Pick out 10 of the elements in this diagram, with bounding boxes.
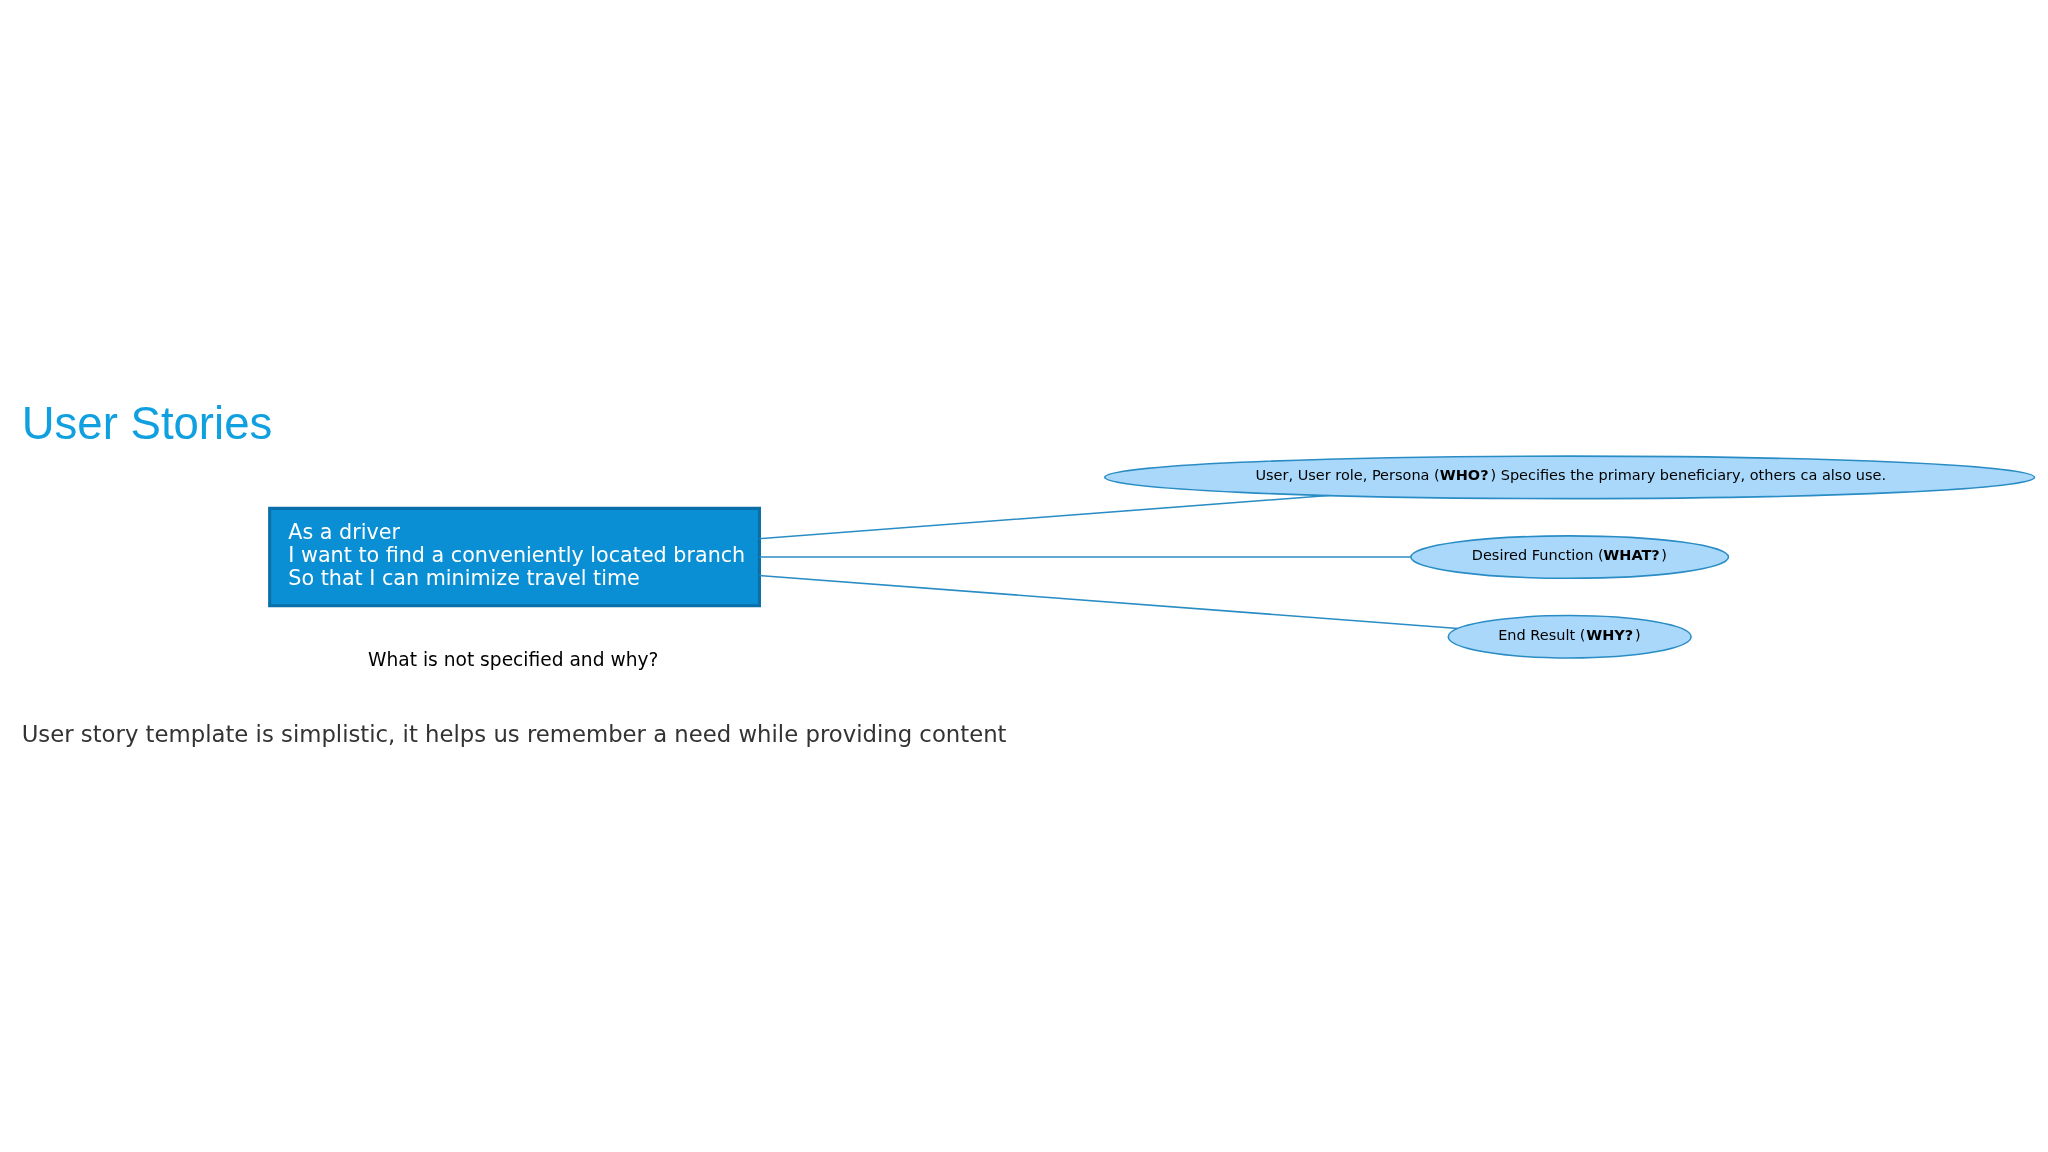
connector — [758, 555, 1412, 558]
node-box: As a driver I want to find a conveniently located branch So that I can minimize travel time — [268, 506, 761, 607]
node-ellipse: User, User role, Persona (WHO?) Specifies the primary beneficiary, others ca also use. — [1103, 454, 2036, 499]
connector — [758, 574, 1459, 629]
label: User story template is simplistic, it helps us remember a need while providing content — [21, 720, 1007, 747]
node-ellipse: End Result (WHY?) — [1447, 614, 1692, 659]
node-ellipse: Desired Function (WHAT?) — [1410, 534, 1730, 579]
diagram-title: User Stories — [21, 397, 273, 449]
label: What is not specified and why? — [368, 648, 659, 670]
connector — [758, 494, 1330, 539]
